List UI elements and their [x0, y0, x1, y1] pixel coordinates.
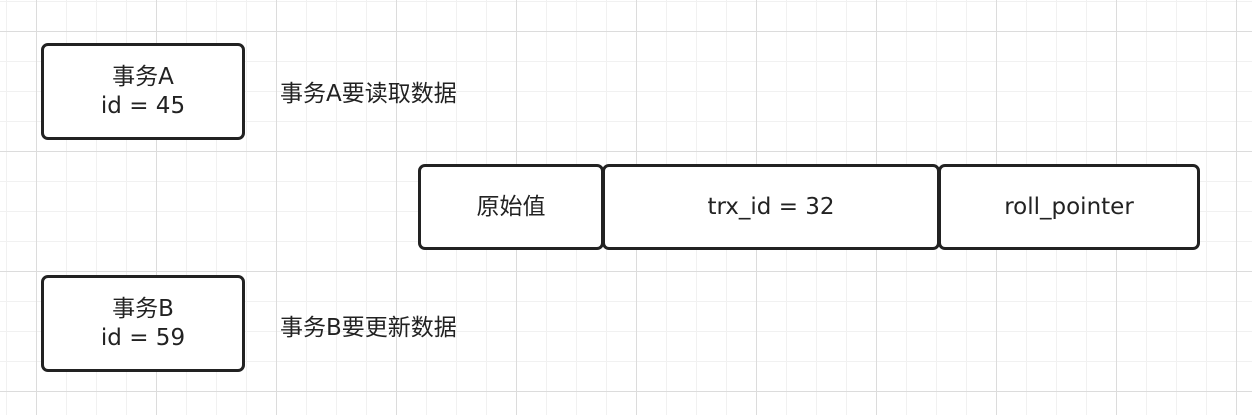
record-roll-pointer-cell: roll_pointer: [938, 164, 1200, 250]
transaction-b-id: id = 59: [100, 324, 186, 351]
record-value-label: 原始值: [476, 193, 546, 220]
transaction-a-name: 事务A: [112, 63, 174, 90]
record-trx-id-label: trx_id = 32: [707, 193, 835, 220]
record-value-cell: 原始值: [418, 164, 604, 250]
transaction-a-note: 事务A要读取数据: [280, 81, 457, 107]
record-trx-id-cell: trx_id = 32: [602, 164, 940, 250]
transaction-b-name: 事务B: [112, 295, 174, 322]
transaction-a-box: 事务A id = 45: [41, 43, 245, 140]
record-roll-pointer-label: roll_pointer: [1004, 193, 1134, 220]
transaction-b-note: 事务B要更新数据: [280, 315, 457, 341]
transaction-a-id: id = 45: [100, 92, 186, 119]
transaction-b-box: 事务B id = 59: [41, 275, 245, 372]
